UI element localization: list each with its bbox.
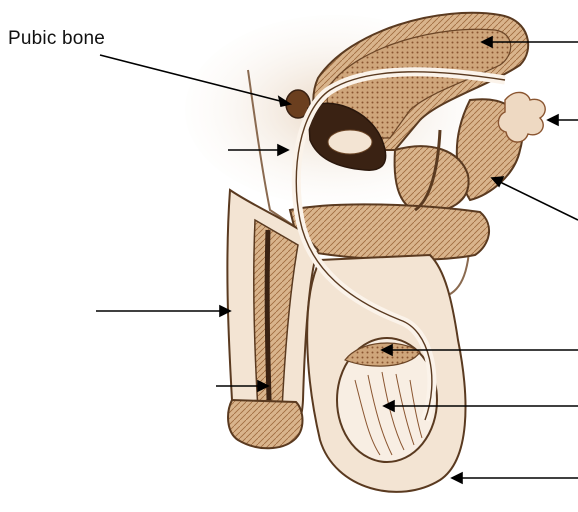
cavity-lumen [328, 130, 372, 154]
urogenital-bulb [290, 204, 489, 259]
glans [228, 400, 302, 448]
arrowhead-right-2 [548, 115, 558, 125]
pubic-bone-label: Pubic bone [8, 28, 105, 50]
arrowhead-right-6 [452, 473, 462, 483]
arrow-right-3 [500, 182, 578, 220]
urethra [267, 230, 270, 430]
